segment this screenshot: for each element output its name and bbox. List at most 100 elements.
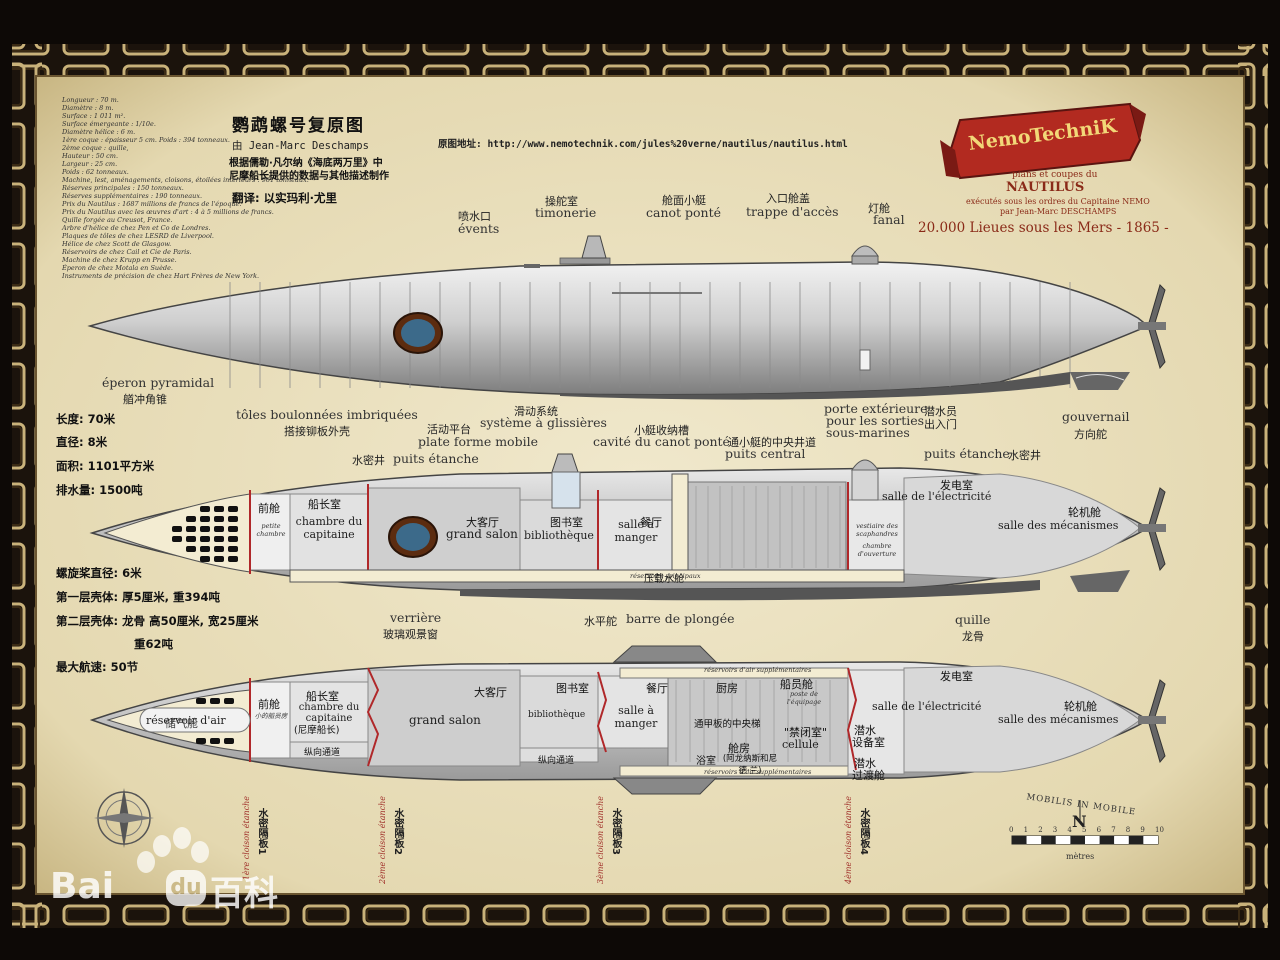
cloison-label-zh: 水密隔板4 [858,808,869,855]
label-glissieres-fr: système à glissières [480,415,607,430]
section-elec-zh: 发电室 [940,479,973,492]
section-biblio-zh: 图书室 [550,516,583,529]
label-timonerie-zh: 操舵室 [545,195,578,208]
stat-line: 面积: 1101平方米 [56,459,155,473]
plan-capitaine-zh: 船长室 [306,690,339,703]
scale-tick-label: 9 [1140,826,1145,834]
spec-line: Diamètre : 8 m. [62,104,114,112]
section-capitaine-zh: 船长室 [308,498,341,511]
spec-line: Quille forgée au Creusot, France. [62,216,173,224]
label-gouvernail-zh: 方向舵 [1074,428,1107,441]
label-events-zh: 喷水口 [458,210,491,223]
stat-line: 第一层壳体: 厚5厘米, 重394吨 [56,590,220,604]
section-chambre-air: chambre d'ouverture [857,542,897,558]
logo-line-5: 20.000 Lieues sous les Mers - 1865 - [918,220,1169,236]
section-lest-fr: réservoirs principaux [630,572,701,580]
spec-line: 2ème coque : quille, [62,144,129,152]
label-quille-fr: quille [955,612,991,627]
label-puits2-zh: 水密井 [1008,449,1041,462]
spec-line: Largeur : 25 cm. [62,160,118,168]
cloison-label-fr: 3ème cloison étanche [596,796,605,884]
spec-line: Éperon de chez Motala en Suède. [62,264,173,272]
watermark-bai: Bai [50,866,115,907]
scale-segment [1012,836,1027,844]
plan-air-zh: 储气舱 [165,717,198,730]
label-puits1-zh: 水密井 [352,454,385,467]
description-line-1: 根据儒勒·凡尔纳《海底两万里》中 [229,158,383,169]
label-plongee-fr: barre de plongée [626,611,735,626]
scale-segment [1114,836,1129,844]
stat-line: 排水量: 1500吨 [56,483,143,497]
logo-line-1: plans et coupes du [1012,170,1098,180]
label-puits1-fr: puits étanche [393,451,479,466]
spec-line: Réservoirs de chez Cail et Cie de Paris. [62,248,192,256]
plan-elec-zh: 发电室 [940,670,973,683]
scale-unit: mètres [1066,852,1095,861]
spec-line: 1ère coque : épaisseur 5 cm. Poids : 394… [62,136,230,144]
label-gouvernail-fr: gouvernail [1062,409,1130,424]
label-cavite-fr: cavité du canot ponté [593,434,730,449]
plan-central: 通甲板的中央梯 [694,719,761,730]
plan-couloir-2: 纵向通道 [538,756,575,766]
section-salon-fr: grand salon [446,527,518,541]
plan-elec-fr: salle de l'électricité [872,700,982,713]
cloison-label-zh: 水密隔板3 [610,808,621,855]
plan-salon-fr: grand salon [409,713,481,727]
label-cavite-zh: 小艇收纳槽 [634,424,689,437]
plan-salon-zh: 大客厅 [474,686,507,699]
spec-line: Réserves supplémentaires : 190 tonneaux. [62,192,203,200]
section-biblio-fr: bibliothèque [524,529,594,542]
logo-line-3: exécutés sous les ordres du Capitaine NE… [966,197,1150,206]
watermark-baike: 百科 [210,874,278,914]
spec-line: Longueur : 70 m. [62,96,119,104]
plan-cellule-fr: cellule [782,738,819,751]
label-porte-fr-2: pour les sorties [826,413,925,428]
label-fanal-fr: fanal [873,212,905,227]
plan-proue-fr: 小的船员房 [254,712,288,720]
label-central-zh: 通小艇的中央井道 [728,436,816,449]
cloison-label-fr: 4ème cloison étanche [844,796,853,884]
scale-segment [1085,836,1100,844]
section-elec-fr: salle de l'électricité [882,490,992,503]
scale-tick-label: 6 [1096,826,1102,834]
label-plongee-zh: 水平舵 [584,615,617,628]
plan-manger-fr: salle à manger [614,704,658,730]
description-line-2: 尼摩船长提供的数据与其他描述制作 [229,171,389,182]
plan-scaph-zh: 潜水 [854,724,876,737]
cloison-label-zh: 水密隔板1 [256,808,267,855]
label-events-fr: évents [458,221,500,236]
poster-title: 鹦鹉螺号复原图 [232,116,365,136]
watermark-du: du [166,870,206,906]
plan-bains: 浴室 [696,756,716,767]
label-central-fr: puits central [725,446,806,461]
stat-line: 螺旋桨直径: 6米 [56,566,142,580]
plan-scaph-zh-2: 设备室 [852,736,885,749]
plan-equipage-fr: poste de l'équipage [786,690,822,706]
spec-line: Instruments de précision de chez Hart Fr… [62,272,260,280]
spec-line: Prix du Nautilus avec les œuvres d'art :… [62,208,274,216]
scale-tick-label: 2 [1038,826,1043,834]
label-porte-fr-1: porte extérieure [824,401,928,416]
scale-tick-label: 1 [1023,826,1029,834]
spec-line: Hélice de chez Scott de Glasgow. [62,240,172,248]
plan-sas-zh-2: 过渡舱 [852,769,885,782]
plan-equipage-zh: 船员舱 [780,678,813,691]
spec-line: Machine, lest, aménagements, cloisons, é… [62,176,309,184]
label-verriere-zh: 玻璃观景窗 [383,628,438,641]
author-line: 由 Jean-Marc Deschamps [232,140,369,152]
plan-couloir-1: 纵向通道 [304,748,341,758]
label-timonerie-fr: timonerie [535,205,597,220]
plan-cabine-zh: 舱房 [728,742,750,755]
scale-segment [1070,836,1085,844]
section-capitaine-fr: chambre du capitaine [295,515,363,541]
label-toles-zh: 搭接铆板外壳 [284,425,350,438]
label-trappe-fr: trappe d'accès [746,204,839,219]
label-trappe-zh: 入口舱盖 [766,192,810,205]
logo-line-4: par Jean-Marc DESCHAMPS [1000,207,1117,216]
scale-tick-label: 0 [1009,826,1014,834]
stat-line: 最大航速: 50节 [56,660,139,674]
stat-line: 直径: 8米 [56,435,108,449]
label-canot-fr: canot ponté [646,205,722,220]
